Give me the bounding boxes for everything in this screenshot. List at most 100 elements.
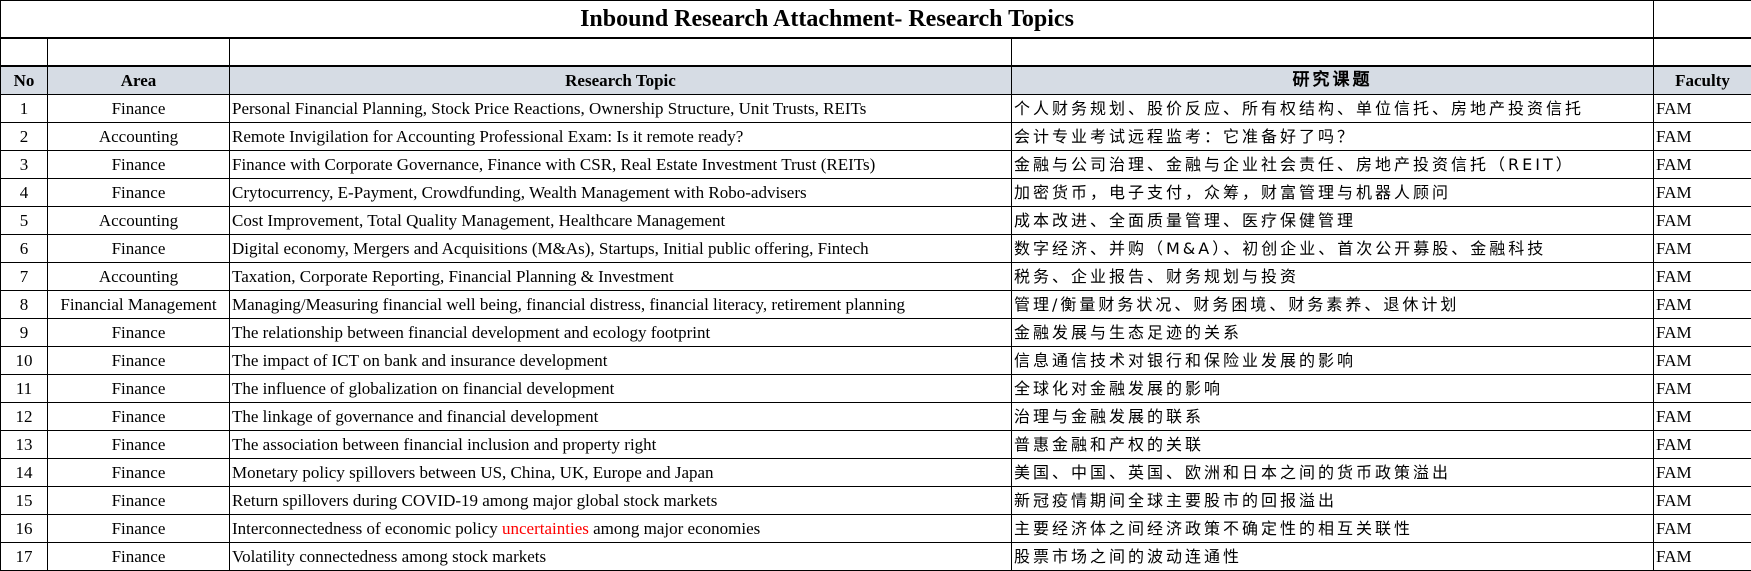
no-cell[interactable]: 14 (1, 459, 48, 487)
no-cell[interactable]: 16 (1, 515, 48, 543)
area-cell[interactable]: Finance (48, 487, 230, 515)
sheet-title[interactable]: Inbound Research Attachment- Research To… (1, 1, 1654, 39)
no-cell[interactable]: 7 (1, 263, 48, 291)
no-cell[interactable]: 2 (1, 123, 48, 151)
topic-text: among major economies (589, 519, 760, 538)
topic-cell[interactable]: The association between financial inclus… (230, 431, 1012, 459)
topic-cn-cell[interactable]: 成本改进、全面质量管理、医疗保健管理 (1012, 207, 1654, 235)
area-cell[interactable]: Finance (48, 375, 230, 403)
header-no[interactable]: No (1, 66, 48, 95)
faculty-cell[interactable]: FAM (1654, 375, 1751, 403)
faculty-cell[interactable]: FAM (1654, 459, 1751, 487)
topic-cn-cell[interactable]: 个人财务规划、股价反应、所有权结构、单位信托、房地产投资信托 (1012, 95, 1654, 123)
no-cell[interactable]: 5 (1, 207, 48, 235)
no-cell[interactable]: 13 (1, 431, 48, 459)
topic-cell[interactable]: Volatility connectedness among stock mar… (230, 543, 1012, 571)
header-topic[interactable]: Research Topic (230, 66, 1012, 95)
topic-cn-cell[interactable]: 加密货币，电子支付，众筹，财富管理与机器人顾问 (1012, 179, 1654, 207)
topic-cn-cell[interactable]: 信息通信技术对银行和保险业发展的影响 (1012, 347, 1654, 375)
no-cell[interactable]: 11 (1, 375, 48, 403)
no-cell[interactable]: 1 (1, 95, 48, 123)
topic-cell[interactable]: Personal Financial Planning, Stock Price… (230, 95, 1012, 123)
faculty-cell[interactable]: FAM (1654, 235, 1751, 263)
topic-cn-cell[interactable]: 治理与金融发展的联系 (1012, 403, 1654, 431)
faculty-cell[interactable]: FAM (1654, 431, 1751, 459)
topic-cn-cell[interactable]: 管理/衡量财务状况、财务困境、财务素养、退休计划 (1012, 291, 1654, 319)
no-cell[interactable]: 10 (1, 347, 48, 375)
header-faculty[interactable]: Faculty (1654, 66, 1751, 95)
no-cell[interactable]: 4 (1, 179, 48, 207)
empty-cell[interactable] (1, 38, 48, 66)
faculty-cell[interactable]: FAM (1654, 123, 1751, 151)
topic-cell[interactable]: Taxation, Corporate Reporting, Financial… (230, 263, 1012, 291)
topic-cn-cell[interactable]: 税务、企业报告、财务规划与投资 (1012, 263, 1654, 291)
topic-cell[interactable]: The relationship between financial devel… (230, 319, 1012, 347)
topic-cn-cell[interactable]: 美国、中国、英国、欧洲和日本之间的货币政策溢出 (1012, 459, 1654, 487)
empty-cell[interactable] (1654, 1, 1751, 39)
area-cell[interactable]: Accounting (48, 123, 230, 151)
faculty-cell[interactable]: FAM (1654, 515, 1751, 543)
topic-cell[interactable]: Managing/Measuring financial well being,… (230, 291, 1012, 319)
area-cell[interactable]: Accounting (48, 263, 230, 291)
header-topic-cn[interactable]: 研究课题 (1012, 66, 1654, 95)
topic-cell[interactable]: Monetary policy spillovers between US, C… (230, 459, 1012, 487)
area-cell[interactable]: Finance (48, 459, 230, 487)
topic-cn-cell[interactable]: 数字经济、并购（M&A）、初创企业、首次公开募股、金融科技 (1012, 235, 1654, 263)
area-cell[interactable]: Finance (48, 319, 230, 347)
faculty-cell[interactable]: FAM (1654, 543, 1751, 571)
topic-cn-cell[interactable]: 主要经济体之间经济政策不确定性的相互关联性 (1012, 515, 1654, 543)
header-area[interactable]: Area (48, 66, 230, 95)
area-cell[interactable]: Finance (48, 403, 230, 431)
topic-cn-cell[interactable]: 新冠疫情期间全球主要股市的回报溢出 (1012, 487, 1654, 515)
highlighted-word: uncertainties (502, 519, 589, 538)
topic-cell[interactable]: The linkage of governance and financial … (230, 403, 1012, 431)
topic-cell[interactable]: Crytocurrency, E-Payment, Crowdfunding, … (230, 179, 1012, 207)
empty-cell[interactable] (1654, 38, 1751, 66)
area-cell[interactable]: Finance (48, 235, 230, 263)
topic-cell[interactable]: Digital economy, Mergers and Acquisition… (230, 235, 1012, 263)
faculty-cell[interactable]: FAM (1654, 403, 1751, 431)
faculty-cell[interactable]: FAM (1654, 95, 1751, 123)
area-cell[interactable]: Accounting (48, 207, 230, 235)
topic-cell[interactable]: Cost Improvement, Total Quality Manageme… (230, 207, 1012, 235)
area-cell[interactable]: Finance (48, 179, 230, 207)
area-cell[interactable]: Finance (48, 431, 230, 459)
no-cell[interactable]: 9 (1, 319, 48, 347)
topic-cell[interactable]: Remote Invigilation for Accounting Profe… (230, 123, 1012, 151)
topic-cell[interactable]: The impact of ICT on bank and insurance … (230, 347, 1012, 375)
topic-cell[interactable]: Finance with Corporate Governance, Finan… (230, 151, 1012, 179)
topic-cn-cell[interactable]: 全球化对金融发展的影响 (1012, 375, 1654, 403)
no-cell[interactable]: 8 (1, 291, 48, 319)
faculty-cell[interactable]: FAM (1654, 319, 1751, 347)
empty-cell[interactable] (48, 38, 230, 66)
topic-cell[interactable]: Return spillovers during COVID-19 among … (230, 487, 1012, 515)
no-cell[interactable]: 17 (1, 543, 48, 571)
no-cell[interactable]: 15 (1, 487, 48, 515)
faculty-cell[interactable]: FAM (1654, 347, 1751, 375)
area-cell[interactable]: Finance (48, 543, 230, 571)
faculty-cell[interactable]: FAM (1654, 263, 1751, 291)
faculty-cell[interactable]: FAM (1654, 207, 1751, 235)
faculty-cell[interactable]: FAM (1654, 291, 1751, 319)
empty-cell[interactable] (230, 38, 1012, 66)
no-cell[interactable]: 12 (1, 403, 48, 431)
no-cell[interactable]: 3 (1, 151, 48, 179)
topic-cell[interactable]: The influence of globalization on financ… (230, 375, 1012, 403)
area-cell[interactable]: Finance (48, 347, 230, 375)
faculty-cell[interactable]: FAM (1654, 151, 1751, 179)
area-cell[interactable]: Finance (48, 95, 230, 123)
topic-cn-cell[interactable]: 金融与公司治理、金融与企业社会责任、房地产投资信托（REIT） (1012, 151, 1654, 179)
empty-cell[interactable] (1012, 38, 1654, 66)
no-cell[interactable]: 6 (1, 235, 48, 263)
topic-cn-cell[interactable]: 普惠金融和产权的关联 (1012, 431, 1654, 459)
topic-cn-cell[interactable]: 股票市场之间的波动连通性 (1012, 543, 1654, 571)
topic-cn-cell[interactable]: 会计专业考试远程监考：它准备好了吗？ (1012, 123, 1654, 151)
area-cell[interactable]: Financial Management (48, 291, 230, 319)
area-cell[interactable]: Finance (48, 151, 230, 179)
topic-cell[interactable]: Interconnectedness of economic policy un… (230, 515, 1012, 543)
faculty-cell[interactable]: FAM (1654, 179, 1751, 207)
faculty-cell[interactable]: FAM (1654, 487, 1751, 515)
area-cell[interactable]: Finance (48, 515, 230, 543)
topic-cn-cell[interactable]: 金融发展与生态足迹的关系 (1012, 319, 1654, 347)
